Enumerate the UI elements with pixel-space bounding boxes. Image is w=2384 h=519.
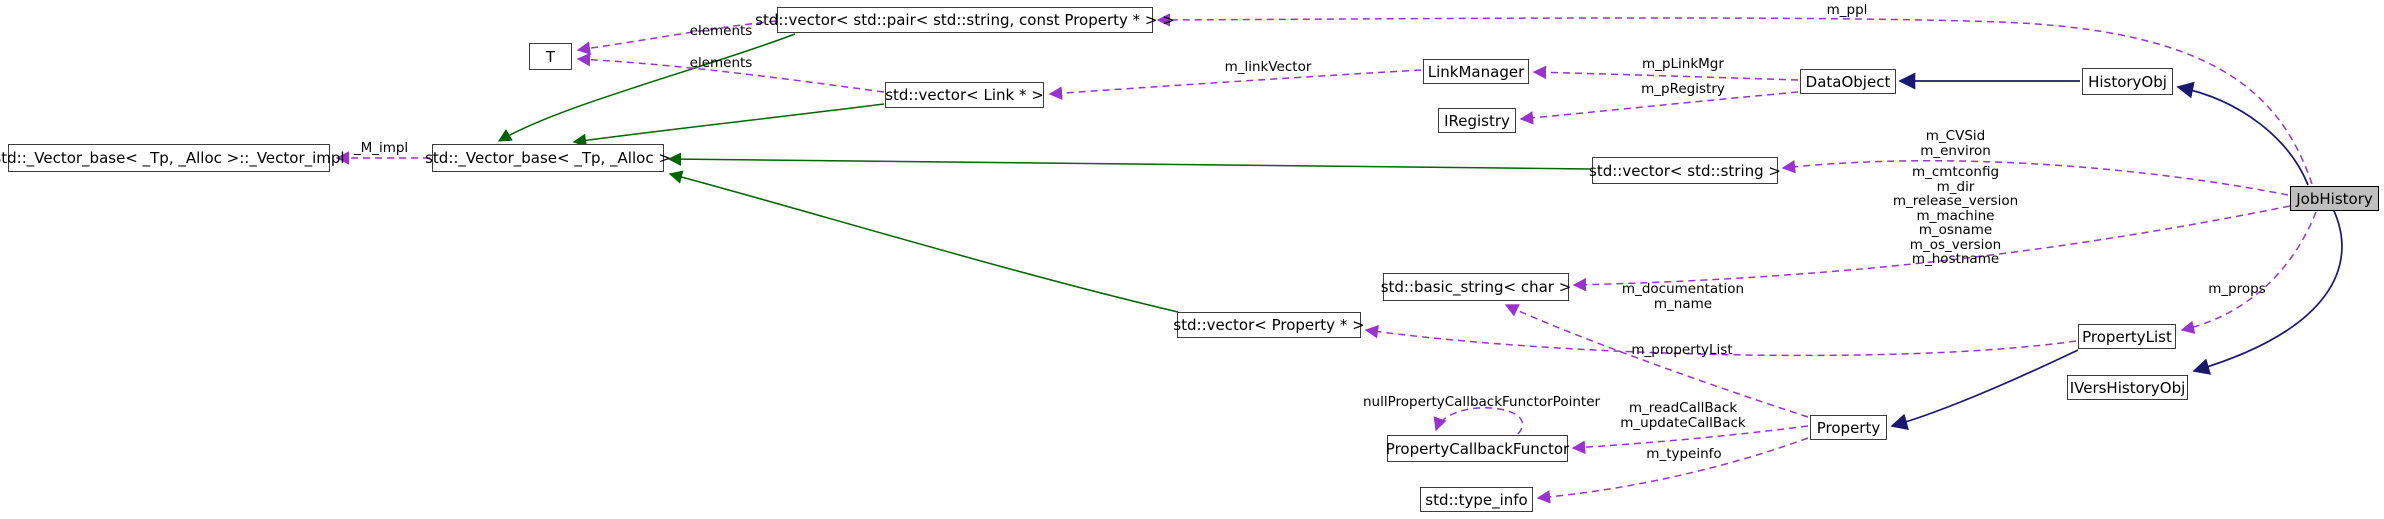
node-propertycallbackfunctor[interactable]: PropertyCallbackFunctor (1386, 435, 1569, 462)
edge-m-pregistry (1519, 91, 1799, 125)
edge-label-elements-2: elements (689, 55, 753, 71)
edge-template-vec-pair (497, 33, 796, 142)
node-iregistry[interactable]: IRegistry (1438, 108, 1516, 133)
node-std-vector-base: std::_Vector_base< _Tp, _Alloc > (425, 144, 671, 172)
edge-m-ppl (1156, 13, 2313, 185)
edge-template-vec-string (667, 152, 1591, 170)
edge-nullpropertycallbackfunctorpointer-self-loop (1433, 407, 1524, 435)
edge-label-m-ppl: m_ppl (1826, 2, 1868, 18)
node-jobhistory-focus: JobHistory (2290, 186, 2379, 211)
edge-label-m-linkvector: m_linkVector (1224, 59, 1312, 75)
edge-label-elements-1: elements (689, 23, 753, 39)
edge-m-typeinfo (1536, 437, 1809, 504)
edge-inherit-jobhistory-historyobj (2176, 81, 2309, 186)
edge-m-string-members (1572, 205, 2291, 292)
edge-m-linkvector (1048, 69, 1422, 100)
edge-m-props (2180, 211, 2317, 334)
edge-elements-link-to-t (576, 52, 885, 93)
edge-m-plinkmgr (1532, 65, 1799, 81)
node-std-vector-pair-string-const-property: std::vector< std::pair< std::string, con… (755, 7, 1175, 33)
node-propertylist[interactable]: PropertyList (2078, 324, 2176, 349)
edge-label-m-plinkmgr: m_pLinkMgr (1642, 56, 1724, 72)
node-property[interactable]: Property (1810, 415, 1887, 440)
edge-template-vec-link (572, 103, 885, 148)
edge-inherit-propertylist-property (1890, 349, 2079, 431)
node-template-param-t: T (529, 43, 572, 70)
edge-label-m-documentation-m-name: m_documentation m_name (1621, 281, 1745, 312)
node-std-vector-string: std::vector< std::string > (1589, 157, 1781, 184)
edge-m-readcallback-m-updatecallback (1571, 425, 1809, 454)
edge-label-m-readcallback-m-updatecallback: m_readCallBack m_updateCallBack (1620, 400, 1746, 431)
node-std-vector-link-ptr: std::vector< Link * > (885, 82, 1044, 108)
edge-m-environ-strings-vector (1781, 160, 2289, 196)
node-dataobject[interactable]: DataObject (1800, 69, 1896, 94)
edge-m-documentation-m-name (1504, 304, 1809, 418)
edge-label-jobhistory-strings-b: m_cmtconfig m_dir m_release_version m_ma… (1892, 164, 2019, 267)
edge-label-m-pregistry: m_pRegistry (1641, 81, 1725, 97)
edge-m-propertylist (1364, 324, 2077, 357)
node-std-type-info: std::type_info (1420, 487, 1533, 512)
edge-label-m-typeinfo: m_typeinfo (1646, 446, 1722, 462)
edge-label-m-props: m_props (2208, 281, 2266, 297)
edge-label-nullpropertycallbackfunctorpointer: nullPropertyCallbackFunctorPointer (1363, 394, 1601, 410)
edge-label-m-propertylist: m_propertyList (1631, 342, 1733, 358)
edge-label-jobhistory-strings-a: m_CVSid m_environ (1920, 128, 1991, 159)
node-linkmanager[interactable]: LinkManager (1423, 59, 1529, 84)
edge-elements-pair-to-t (576, 20, 777, 55)
node-historyobj[interactable]: HistoryObj (2082, 68, 2173, 95)
node-std-vector-property-ptr: std::vector< Property * > (1173, 312, 1365, 338)
node-std-basic-string-char: std::basic_string< char > (1381, 273, 1571, 301)
node-ivershistoryobj[interactable]: IVersHistoryObj (2067, 375, 2188, 400)
edge-template-vec-property (668, 170, 1179, 313)
edge-label-m-impl: _M_impl (353, 140, 409, 156)
node-std-vector-base-vector-impl: std::_Vector_base< _Tp, _Alloc >::_Vecto… (0, 144, 345, 172)
edge-inherit-jobhistory-ivershistoryobj (2192, 210, 2343, 375)
